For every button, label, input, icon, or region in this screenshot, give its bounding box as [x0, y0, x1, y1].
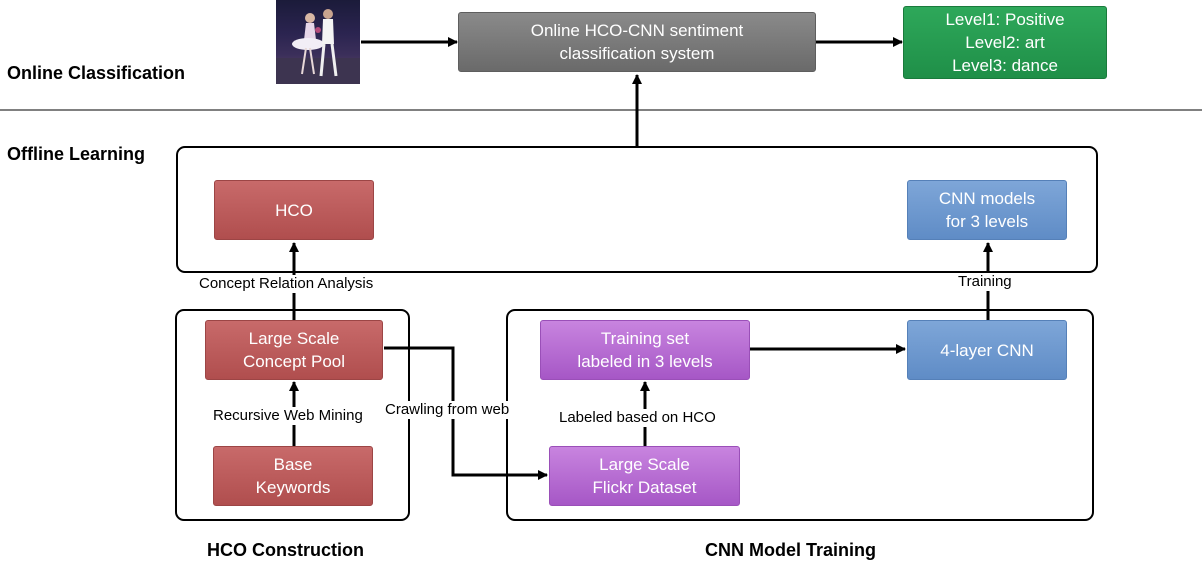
- edge-label-crawling: Crawling from web: [385, 401, 510, 419]
- hco-label: HCO: [275, 200, 313, 220]
- section-online-classification: Online Classification: [7, 63, 186, 83]
- concept-pool-node: Large Scale Concept Pool: [205, 320, 383, 380]
- cnn-models-node: CNN models for 3 levels: [907, 180, 1067, 240]
- training-set-node: Training set labeled in 3 levels: [540, 320, 750, 380]
- concept-pool-line-2: Concept Pool: [242, 352, 346, 371]
- edge-label-training: Training: [958, 273, 1012, 291]
- input-photo: [276, 0, 360, 84]
- cnn-models-line-1: CNN models: [938, 189, 1036, 208]
- section-cnn-model-training: CNN Model Training: [705, 540, 876, 560]
- online-system-line-1: Online HCO-CNN sentiment: [530, 21, 744, 40]
- base-keywords-line-2: Keywords: [255, 478, 331, 497]
- ballet-photo-icon: [276, 9, 360, 84]
- training-set-line-2: labeled in 3 levels: [577, 352, 713, 371]
- online-system-node: Online HCO-CNN sentiment classification …: [458, 12, 816, 72]
- edge-label-concept-relation: Concept Relation Analysis: [199, 275, 374, 293]
- flickr-dataset-line-2: Flickr Dataset: [592, 478, 697, 497]
- edge-label-labeled-hco: Labeled based on HCO: [559, 409, 716, 427]
- edge-label-recursive-mining: Recursive Web Mining: [213, 407, 363, 425]
- cnn4-node: 4-layer CNN: [907, 320, 1067, 380]
- result-level-1: Level1: Positive: [945, 10, 1065, 29]
- section-hco-construction: HCO Construction: [207, 540, 364, 560]
- online-system-line-2: classification system: [559, 44, 715, 63]
- section-offline-learning: Offline Learning: [7, 144, 146, 164]
- concept-pool-line-1: Large Scale: [248, 329, 340, 348]
- cnn-models-line-2: for 3 levels: [945, 212, 1029, 231]
- base-keywords-node: Base Keywords: [213, 446, 373, 506]
- cnn4-label: 4-layer CNN: [940, 340, 1034, 360]
- result-level-3: Level3: dance: [952, 56, 1058, 75]
- flickr-dataset-node: Large Scale Flickr Dataset: [549, 446, 740, 506]
- training-set-line-1: Training set: [600, 329, 690, 348]
- hco-node: HCO: [214, 180, 374, 240]
- result-level-2: Level2: art: [965, 33, 1045, 52]
- classification-result-node: Level1: Positive Level2: art Level3: dan…: [903, 6, 1107, 79]
- flickr-dataset-line-1: Large Scale: [599, 455, 690, 474]
- base-keywords-line-1: Base: [273, 455, 313, 474]
